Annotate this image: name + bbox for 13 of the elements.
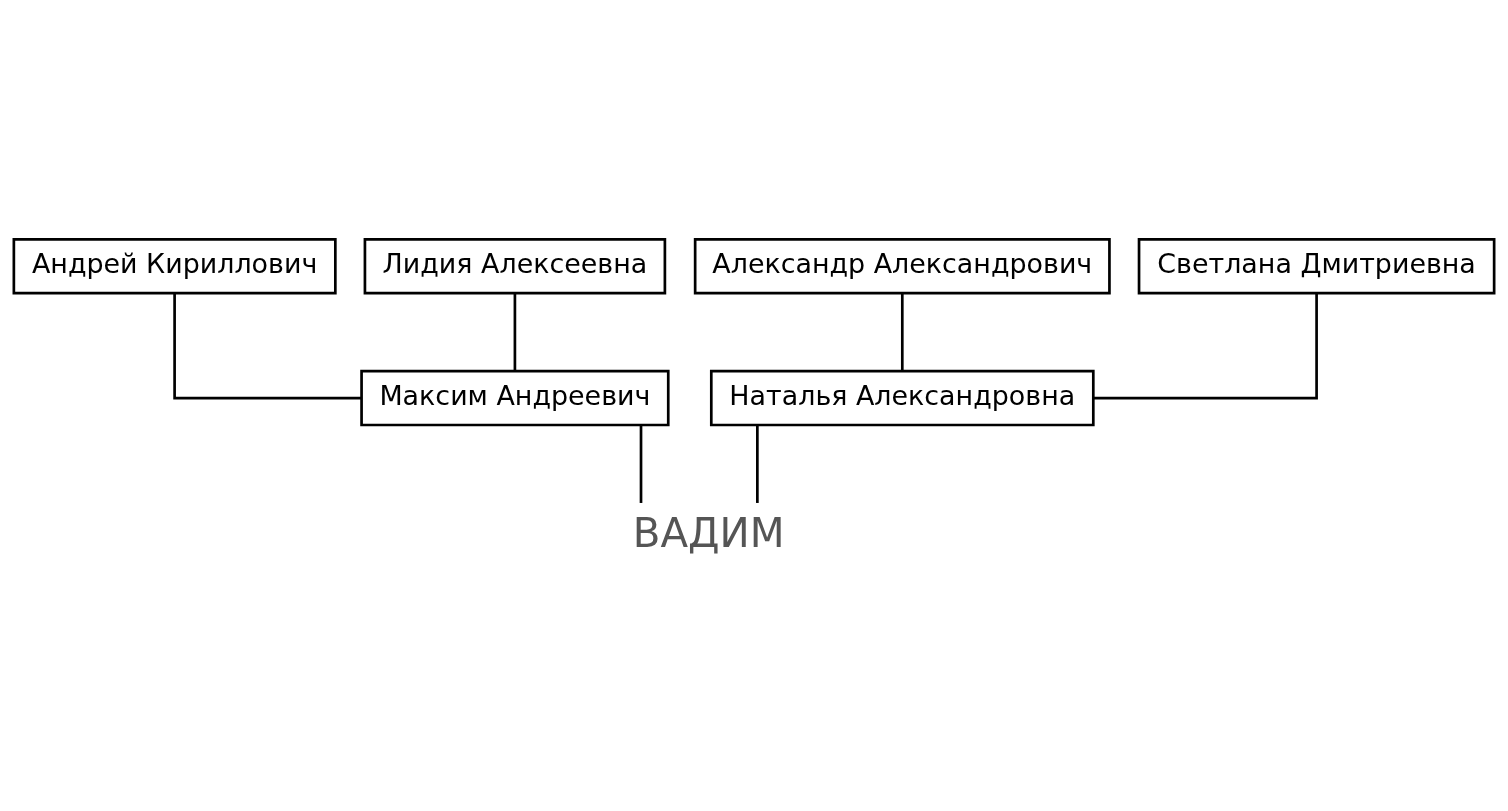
- connector: [900, 293, 904, 371]
- connector: [1093, 293, 1318, 400]
- node-box: Наталья Александровна: [709, 369, 1095, 427]
- node-box: Лидия Алексеевна: [363, 238, 667, 295]
- connector: [639, 425, 643, 503]
- node-text: ВАДИМ: [632, 510, 785, 558]
- node-box: Максим Андреевич: [360, 369, 670, 427]
- node-box: Александр Александрович: [693, 238, 1111, 295]
- connector: [173, 293, 362, 400]
- node-box: Светлана Дмитриевна: [1137, 238, 1496, 295]
- connector: [756, 425, 759, 503]
- node-box: Андрей Кириллович: [12, 238, 337, 295]
- connector: [513, 293, 517, 371]
